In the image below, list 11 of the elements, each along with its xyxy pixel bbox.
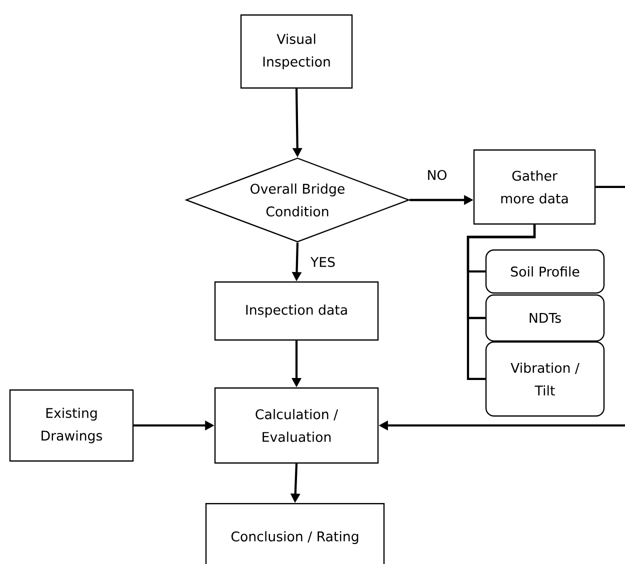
process-box: Inspection data: [214, 281, 379, 341]
edge-label: NO: [425, 168, 449, 182]
data-box: Vibration / Tilt: [485, 341, 605, 417]
process-box: Conclusion / Rating: [205, 502, 385, 564]
data-box: NDTs: [485, 294, 605, 342]
data-box: Soil Profile: [485, 249, 605, 294]
process-box: Existing Drawings: [9, 389, 134, 462]
process-box: Calculation / Evaluation: [214, 387, 379, 464]
process-box: Visual Inspection: [240, 14, 353, 89]
edge-label: YES: [309, 256, 337, 268]
process-box: Gather more data: [473, 149, 596, 225]
